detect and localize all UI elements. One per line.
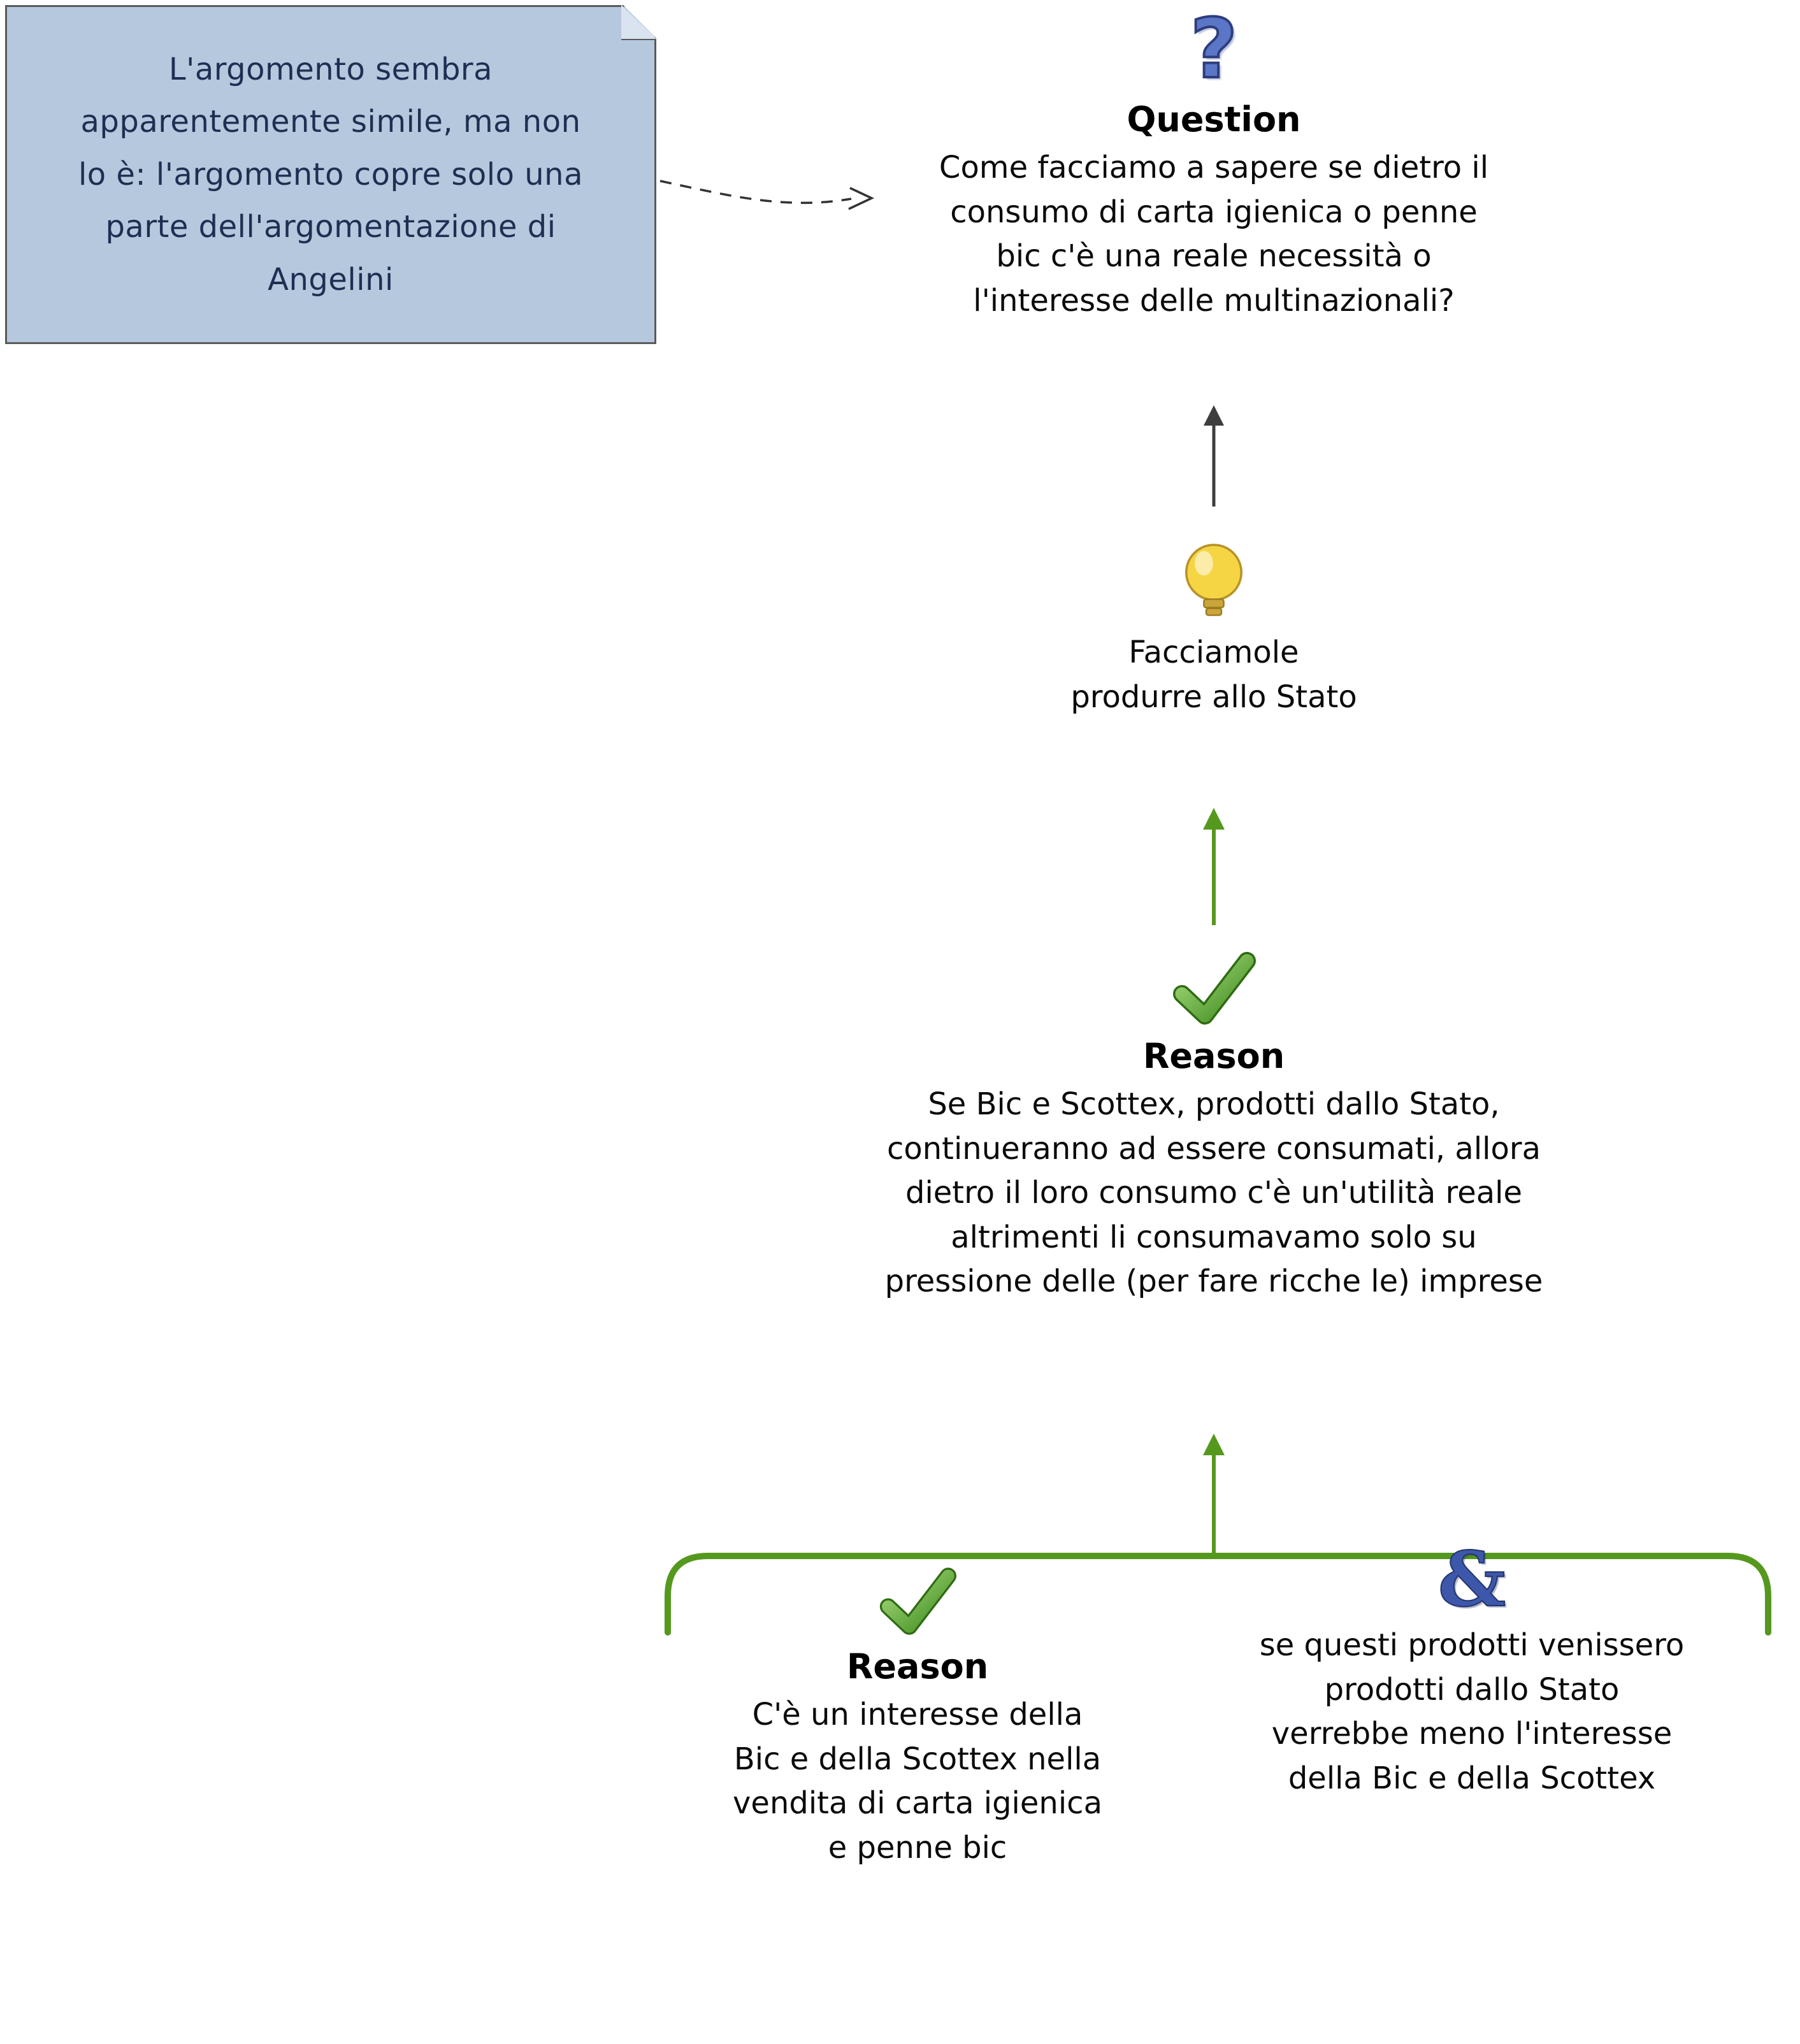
ampersand-icon: & <box>1437 1535 1507 1623</box>
question-label: Question <box>1127 99 1301 140</box>
comment-note[interactable]: L'argomento sembra apparentemente simile… <box>5 5 656 344</box>
checkmark-icon <box>879 1567 956 1635</box>
reason-sub-text: C'è un interesse della Bic e della Scott… <box>733 1697 1102 1866</box>
arrow-idea-to-question <box>1204 405 1224 507</box>
reason-sub-node[interactable]: Reason C'è un interesse della Bic e dell… <box>663 1566 1172 1870</box>
reason-main-node[interactable]: Reason Se Bic e Scottex, prodotti dallo … <box>816 951 1612 1304</box>
arrow-reason-to-idea <box>1203 808 1225 925</box>
checkmark-icon <box>1173 952 1256 1025</box>
arrow-group-to-reason <box>1203 1434 1225 1553</box>
note-dashed-arrow <box>659 180 875 210</box>
reason-sub-label: Reason <box>846 1646 989 1687</box>
idea-text: Facciamole produrre allo Stato <box>1070 635 1357 715</box>
conjunct-node[interactable]: & se questi prodotti venissero prodotti … <box>1204 1535 1739 1801</box>
lightbulb-icon <box>1185 543 1242 616</box>
reason-main-label: Reason <box>1142 1036 1285 1076</box>
reason-main-text: Se Bic e Scottex, prodotti dallo Stato, … <box>884 1086 1543 1300</box>
conjunct-text: se questi prodotti venissero prodotti da… <box>1259 1627 1685 1796</box>
question-mark-icon: ? <box>1189 2 1239 97</box>
idea-node[interactable]: Facciamole produrre allo Stato <box>854 540 1574 719</box>
question-text: Come facciamo a sapere se dietro il cons… <box>939 150 1489 319</box>
note-folded-corner <box>621 5 656 40</box>
question-node[interactable]: ? Question Come facciamo a sapere se die… <box>854 2 1574 323</box>
comment-note-text: L'argomento sembra apparentemente simile… <box>78 51 584 298</box>
